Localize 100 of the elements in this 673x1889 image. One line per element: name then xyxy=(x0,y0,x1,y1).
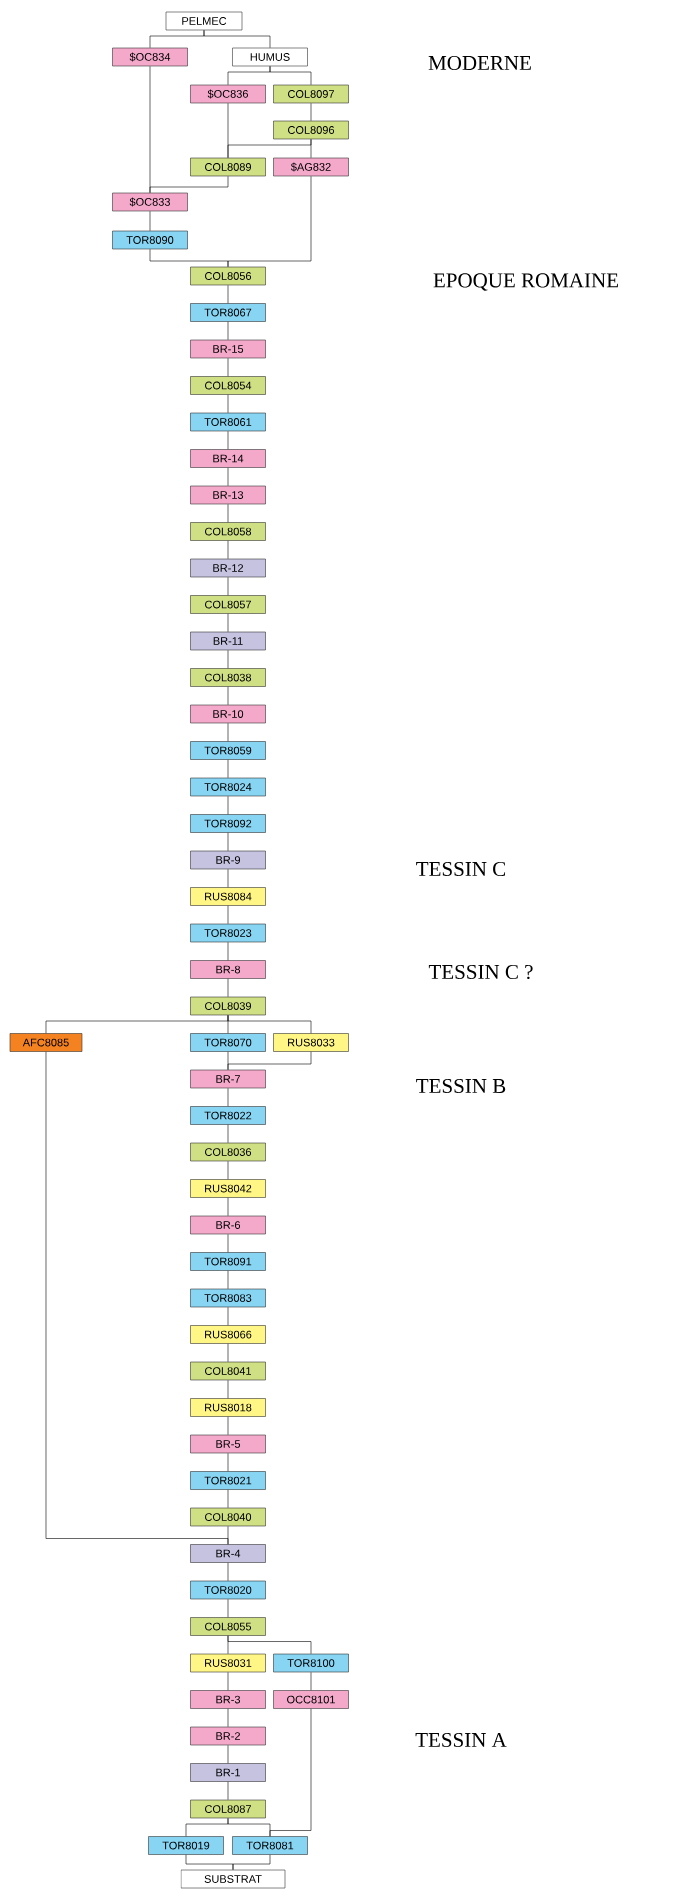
connector-line xyxy=(227,1088,229,1107)
connector-line xyxy=(227,504,229,523)
unit-box: BR-2 xyxy=(190,1726,266,1746)
unit-box: TOR8024 xyxy=(190,777,266,797)
unit-box: HUMUS xyxy=(232,47,308,67)
connector-line xyxy=(203,30,271,48)
unit-box: TOR8023 xyxy=(190,923,266,943)
unit-box: TOR8070 xyxy=(190,1033,266,1052)
connector-line xyxy=(227,686,229,705)
unit-box: RUS8066 xyxy=(190,1325,266,1344)
connector-line xyxy=(227,285,229,304)
connector-line xyxy=(227,1489,229,1508)
connector-line xyxy=(227,321,229,340)
connector-line xyxy=(227,723,229,742)
unit-box: BR-7 xyxy=(190,1069,266,1089)
connector-line xyxy=(227,176,312,267)
unit-box: TOR8022 xyxy=(190,1106,266,1125)
unit-box: BR-11 xyxy=(190,631,266,651)
connector-line xyxy=(227,1416,229,1435)
unit-box: RUS8018 xyxy=(190,1398,266,1417)
unit-box: TOR8092 xyxy=(190,814,266,833)
connector-line xyxy=(227,1745,229,1764)
unit-box: COL8097 xyxy=(273,84,349,104)
connector-line xyxy=(149,211,151,231)
unit-box: OCC8101 xyxy=(273,1690,349,1709)
connector-line xyxy=(227,1635,312,1654)
unit-box: COL8055 xyxy=(190,1617,266,1636)
unit-box: RUS8084 xyxy=(190,887,266,906)
unit-box: PELMEC xyxy=(165,11,243,31)
unit-box: $OC836 xyxy=(190,84,266,104)
unit-box: $AG832 xyxy=(273,157,349,177)
connector-line xyxy=(227,1051,312,1070)
connector-line xyxy=(45,1051,229,1545)
unit-box: BR-3 xyxy=(190,1690,266,1709)
connector-line xyxy=(310,139,312,158)
unit-box: TOR8020 xyxy=(190,1580,266,1600)
connector-line xyxy=(227,759,229,778)
unit-box: BR-4 xyxy=(190,1544,266,1563)
unit-box: RUS8031 xyxy=(190,1653,266,1673)
unit-box: BR-1 xyxy=(190,1763,266,1782)
unit-box: TOR8083 xyxy=(190,1288,266,1308)
unit-box: $OC833 xyxy=(112,192,188,212)
unit-box: $OC834 xyxy=(112,47,188,67)
connector-line xyxy=(227,540,229,559)
period-label: TESSIN B xyxy=(416,1078,506,1094)
unit-box: COL8036 xyxy=(190,1142,266,1162)
unit-box: COL8054 xyxy=(190,376,266,395)
unit-box: TOR8019 xyxy=(148,1836,224,1855)
connector-line xyxy=(227,1453,229,1472)
connector-line xyxy=(227,1015,312,1034)
unit-box: BR-15 xyxy=(190,339,266,359)
unit-box: BR-14 xyxy=(190,449,266,468)
connector-line xyxy=(227,577,229,596)
connector-line xyxy=(227,394,229,413)
connector-line xyxy=(310,1672,312,1691)
connector-line xyxy=(227,1270,229,1289)
unit-box: TOR8100 xyxy=(273,1653,349,1673)
connector-line xyxy=(227,978,229,997)
connector-line xyxy=(227,869,229,888)
period-label: TESSIN C xyxy=(416,861,506,877)
unit-box: TOR8067 xyxy=(190,303,266,322)
unit-box: COL8089 xyxy=(190,157,266,177)
connector-line xyxy=(227,1599,229,1618)
connector-line xyxy=(227,613,229,632)
connector-line xyxy=(227,1124,229,1143)
connector-line xyxy=(269,66,312,85)
unit-box: TOR8081 xyxy=(232,1836,308,1855)
unit-box: COL8057 xyxy=(190,595,266,614)
period-label: TESSIN C ? xyxy=(428,964,533,980)
period-label: MODERNE xyxy=(428,55,531,71)
connector-line xyxy=(227,650,229,669)
unit-box: BR-12 xyxy=(190,558,266,578)
unit-box: RUS8042 xyxy=(190,1179,266,1198)
unit-box: BR-5 xyxy=(190,1434,266,1454)
unit-box: BR-6 xyxy=(190,1215,266,1235)
connector-line xyxy=(232,1854,271,1870)
connector-line xyxy=(227,467,229,486)
connector-line xyxy=(149,176,229,193)
connector-line xyxy=(227,358,229,377)
connector-line xyxy=(227,1380,229,1399)
period-label: EPOQUE ROMAINE xyxy=(433,273,618,291)
connector-line xyxy=(310,103,312,121)
unit-box: BR-8 xyxy=(190,960,266,979)
unit-box: COL8056 xyxy=(190,266,266,286)
connector-line xyxy=(227,1672,229,1691)
connector-line xyxy=(227,1234,229,1253)
unit-box: BR-9 xyxy=(190,850,266,870)
unit-box: COL8039 xyxy=(190,996,266,1016)
unit-box: COL8087 xyxy=(190,1799,266,1819)
unit-box: TOR8061 xyxy=(190,412,266,432)
unit-box: TOR8090 xyxy=(112,230,188,250)
connector-line xyxy=(227,1562,229,1581)
connector-line xyxy=(227,832,229,851)
connector-line xyxy=(227,796,229,815)
connector-line xyxy=(227,431,229,450)
unit-box: COL8058 xyxy=(190,522,266,541)
connector-line xyxy=(269,1708,312,1837)
unit-box: AFC8085 xyxy=(9,1033,83,1052)
unit-box: RUS8033 xyxy=(273,1033,349,1052)
connector-line xyxy=(227,1781,229,1800)
